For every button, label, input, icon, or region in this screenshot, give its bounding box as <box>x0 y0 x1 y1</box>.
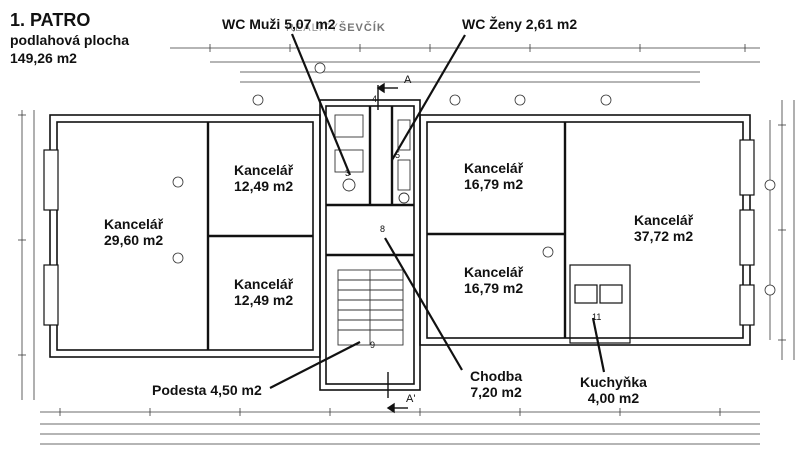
agency-watermark: REALITYŠEVČÍK <box>286 22 386 34</box>
room-name: Kuchyňka <box>580 374 647 390</box>
room-area: 16,79 m2 <box>464 176 524 193</box>
office-bottom-left: Kancelář 12,49 m2 <box>234 276 293 308</box>
kitchen-label: Kuchyňka 4,00 m2 <box>580 374 647 406</box>
floor-area-label: podlahová plocha <box>10 32 130 48</box>
room-area: 4,00 m2 <box>587 390 640 407</box>
room-area: 7,20 m2 <box>470 384 522 401</box>
room-number-5: 5 <box>395 150 401 160</box>
landing-label: Podesta 4,50 m2 <box>152 382 262 398</box>
room-name: Kancelář <box>104 216 164 232</box>
office-right-large: Kancelář 37,72 m2 <box>634 212 693 244</box>
room-name: Kancelář <box>234 276 294 292</box>
office-top-right: Kancelář 16,79 m2 <box>464 160 523 192</box>
room-number-3: 3 <box>345 168 351 178</box>
section-mark-top: A <box>404 74 412 86</box>
room-number-11: 11 <box>592 312 602 322</box>
floor-title: 1. PATRO <box>10 10 91 30</box>
wc-men-label: WC Muži 5,07 m2 <box>222 16 336 32</box>
room-area: 16,79 m2 <box>464 280 524 297</box>
room-number-8: 8 <box>380 224 386 234</box>
room-name: Kancelář <box>634 212 694 228</box>
corridor-label: Chodba 7,20 m2 <box>470 368 522 400</box>
watermark-part2: ŠEVČÍK <box>338 22 386 34</box>
office-bottom-right: Kancelář 16,79 m2 <box>464 264 523 296</box>
office-top-left: Kancelář 12,49 m2 <box>234 162 293 194</box>
room-area: 29,60 m2 <box>104 232 164 249</box>
room-area: 12,49 m2 <box>234 178 294 195</box>
section-mark-bottom: A' <box>406 393 416 405</box>
floor-area-value: 149,26 m2 <box>10 50 77 66</box>
room-number-9: 9 <box>370 340 376 350</box>
wc-women-label: WC Ženy 2,61 m2 <box>462 16 578 32</box>
watermark-part1: REALITY <box>286 22 339 34</box>
room-area: 12,49 m2 <box>234 292 294 309</box>
room-name: Kancelář <box>464 160 524 176</box>
room-name: Kancelář <box>234 162 294 178</box>
office-left-large: Kancelář 29,60 m2 <box>104 216 163 248</box>
room-name: Chodba <box>470 368 523 384</box>
room-number-4: 4 <box>372 94 378 104</box>
room-area: 37,72 m2 <box>634 228 694 245</box>
room-name: Kancelář <box>464 264 524 280</box>
